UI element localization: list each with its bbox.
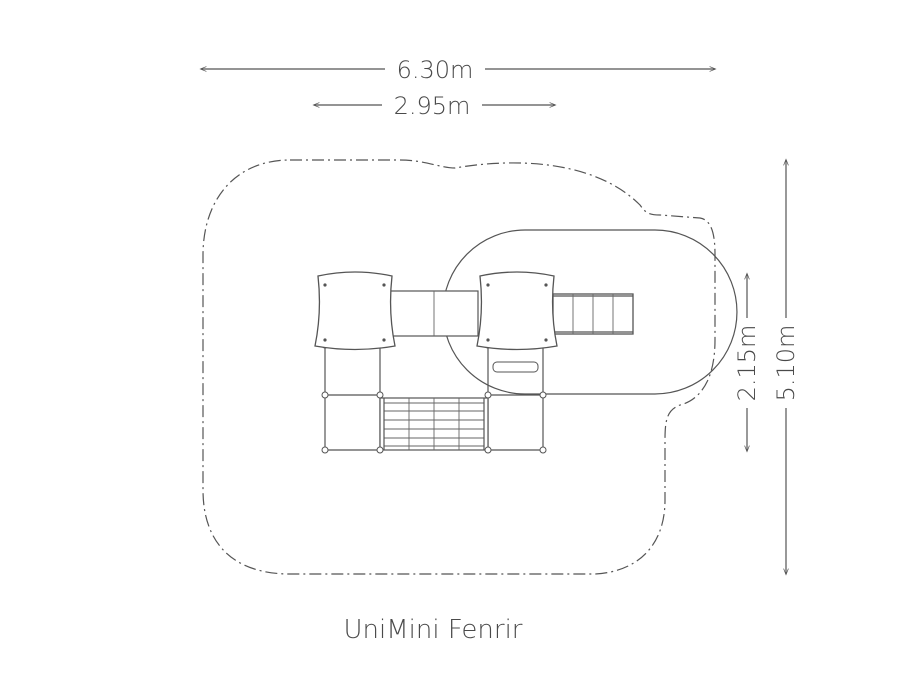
left-roof (314, 271, 396, 351)
overall-width-label: 6.30m (397, 56, 474, 84)
slide-zone-outline (442, 229, 738, 395)
inner-width-label: 2.95m (394, 92, 471, 120)
overall-width-dimension: 6.30m (199, 56, 717, 84)
inner-depth-label: 2.15m (733, 325, 761, 402)
right-tower-columns (487, 345, 544, 451)
overall-depth-dimension: 5.10m (772, 158, 800, 576)
inner-width-dimension: 2.95m (312, 92, 557, 120)
product-name: UniMini Fenrir (344, 615, 523, 645)
right-roof (476, 271, 558, 351)
safety-zone-outline (202, 159, 716, 575)
play-structure (314, 271, 634, 454)
climbing-net (379, 397, 489, 451)
overall-depth-label: 5.10m (772, 325, 800, 402)
left-tower-columns (324, 345, 381, 451)
inner-depth-dimension: 2.15m (733, 272, 761, 453)
slide-ladder (552, 293, 634, 335)
